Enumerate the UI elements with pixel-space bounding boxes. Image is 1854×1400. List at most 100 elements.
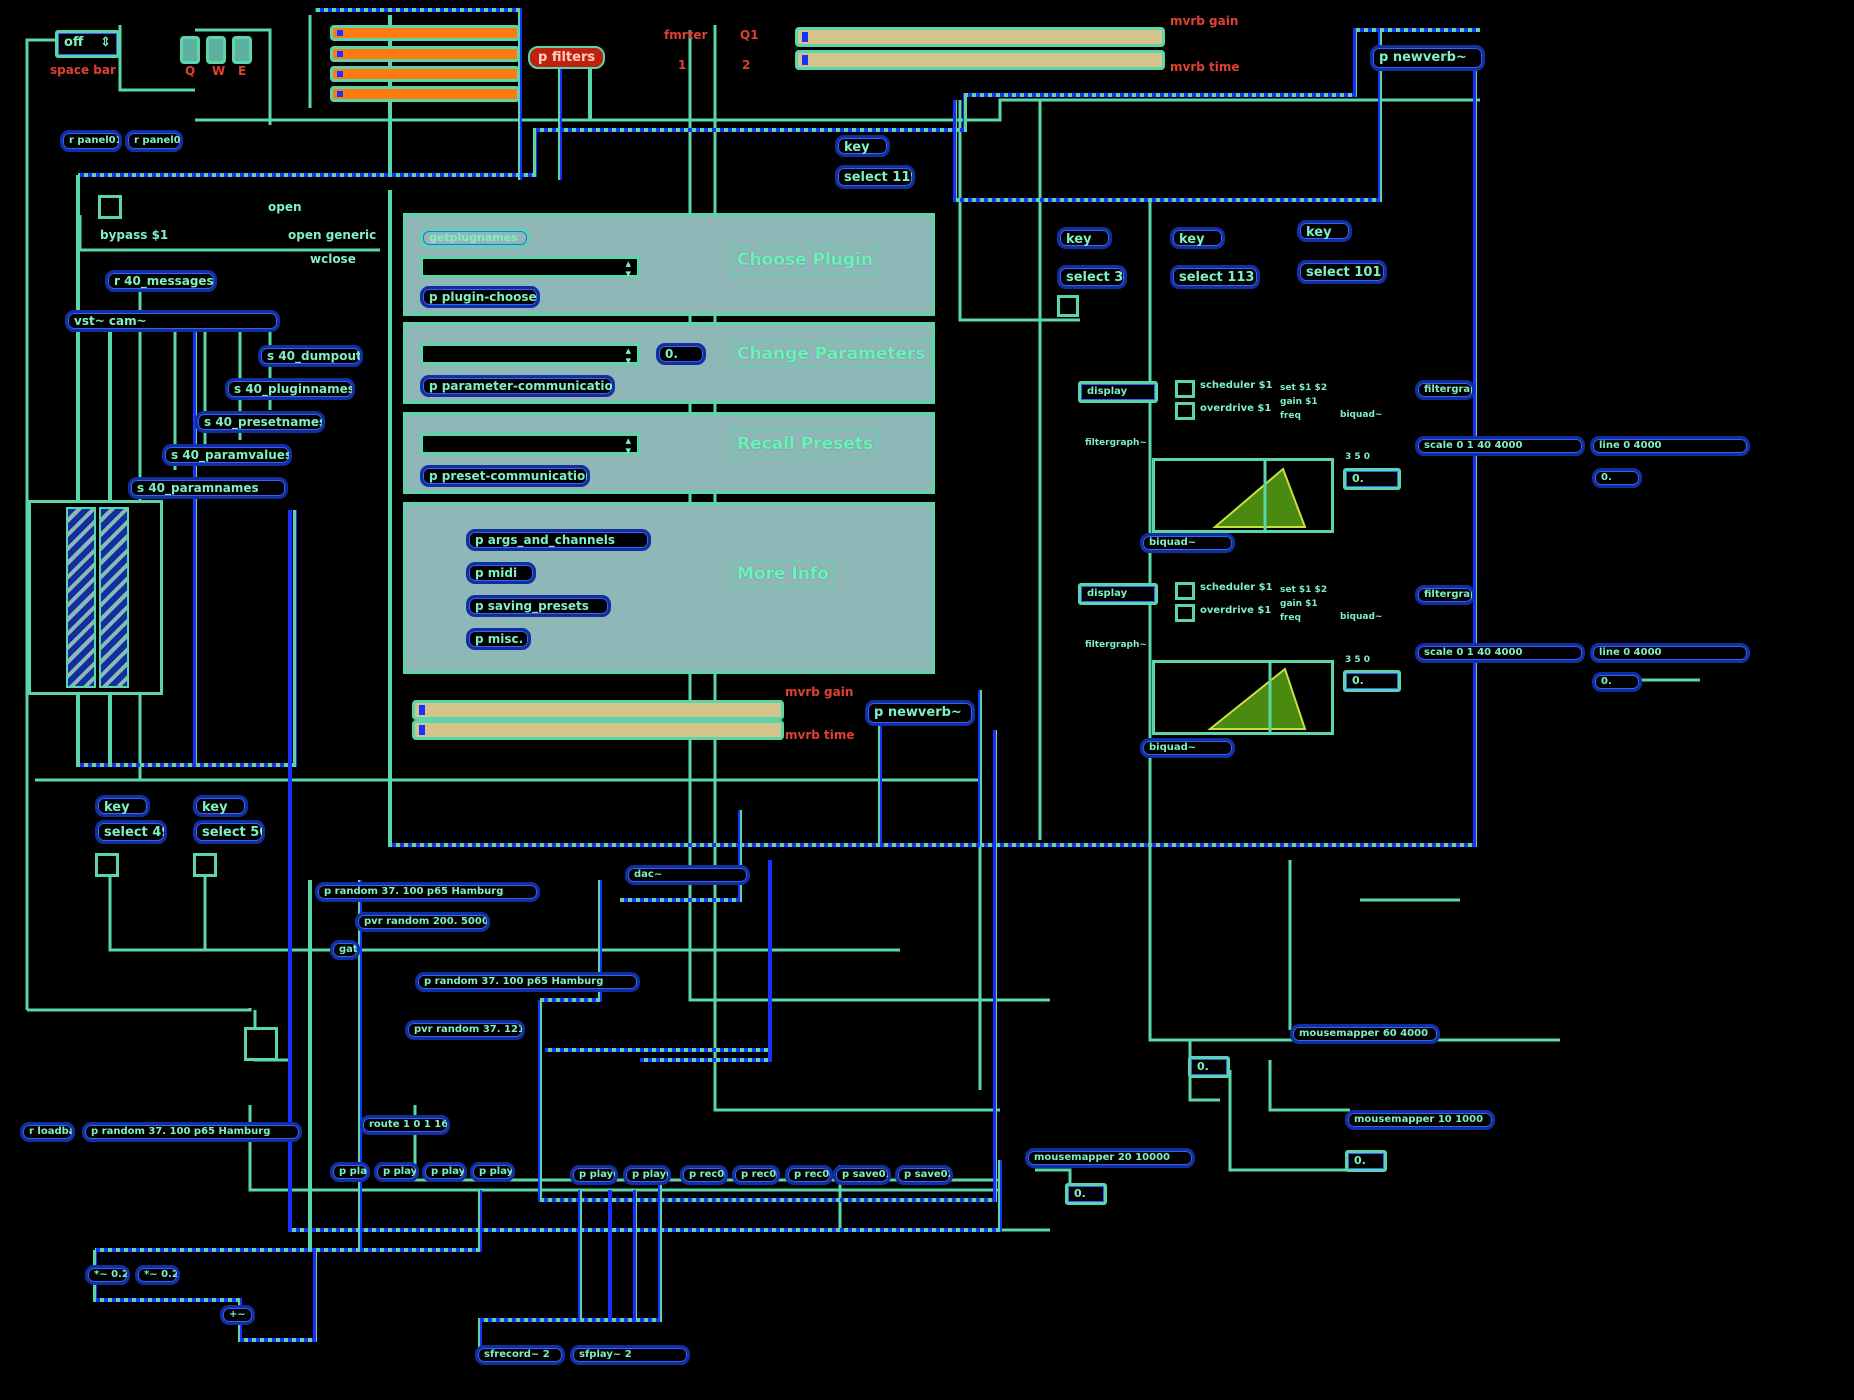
sum-object[interactable]: +~ (220, 1305, 255, 1325)
wclose-message[interactable]: wclose (310, 252, 356, 266)
open-generic-message[interactable]: open generic (288, 228, 377, 242)
float-box-a[interactable]: 0. (1188, 1056, 1230, 1078)
preset-menu[interactable]: ▴▾ (420, 433, 640, 456)
led-q[interactable] (180, 36, 200, 64)
key-object-1[interactable]: key (835, 135, 890, 157)
gain-object-1[interactable]: *~ 0.25 (85, 1265, 130, 1285)
freq-msg-1[interactable]: freq (1280, 411, 1301, 421)
set-msg-2[interactable]: set $1 $2 (1280, 585, 1328, 595)
signal-out-1[interactable]: biquad~ (1140, 533, 1235, 553)
filtergraph-display-1[interactable] (1152, 458, 1334, 533)
preset-panel01[interactable]: r panel01 (60, 130, 122, 152)
send-paramvalues[interactable]: s 40_paramvalues (162, 444, 292, 466)
select-50[interactable]: select 50 (193, 820, 265, 844)
freq-msg-2[interactable]: freq (1280, 613, 1301, 623)
dac-object[interactable]: dac~ (625, 865, 750, 885)
open-message[interactable]: open (268, 200, 302, 214)
player-right-3[interactable]: p rec01 (680, 1165, 728, 1185)
set-msg-1[interactable]: set $1 $2 (1280, 383, 1328, 393)
random-object-c[interactable]: p random 37. 100 p65 Hamburg (415, 972, 640, 992)
player-left-4[interactable]: p play02 (470, 1162, 515, 1182)
vst-object[interactable]: vst~ cam~ (65, 310, 280, 332)
filter-slider-1[interactable] (330, 25, 520, 41)
float-box-b[interactable]: 0. (1345, 1150, 1387, 1172)
sfplay-object[interactable]: sfplay~ 2 (570, 1345, 690, 1365)
bang-50[interactable] (193, 853, 217, 877)
mousemapper-10-1000[interactable]: mousemapper 10 1000 (1345, 1110, 1495, 1130)
float-box-2[interactable]: 0. (1343, 670, 1401, 692)
parameter-number-box[interactable]: 0. (656, 343, 706, 365)
display-menu-1[interactable]: display (1078, 381, 1158, 403)
float-box-1[interactable]: 0. (1343, 468, 1401, 490)
receive-messages[interactable]: r 40_messages (105, 270, 217, 292)
player-left-3[interactable]: p play02 (422, 1162, 467, 1182)
send-paramnames[interactable]: s 40_paramnames (128, 477, 288, 499)
display-menu-2[interactable]: display (1078, 583, 1158, 605)
player-right-2[interactable]: p play02 (623, 1165, 671, 1185)
plugin-chooser-subpatch[interactable]: p plugin-chooser (420, 286, 540, 308)
select-32[interactable]: select 32 (1057, 265, 1127, 289)
player-left-2[interactable]: p play01 (374, 1162, 419, 1182)
send-pluginnames[interactable]: s 40_pluginnames (225, 378, 355, 400)
scale-object-1b[interactable]: line 0 4000 (1590, 436, 1750, 456)
filter-slider-4[interactable] (330, 86, 520, 102)
gain-msg-2[interactable]: gain $1 (1280, 599, 1318, 609)
select-101[interactable]: select 101 (1297, 260, 1387, 284)
loadbang-receiver[interactable]: r loadbang (20, 1122, 75, 1142)
onoff-menu[interactable]: off ⇕ (55, 30, 120, 58)
filter-slider-3[interactable] (330, 66, 520, 82)
led-e[interactable] (232, 36, 252, 64)
send-dumpout[interactable]: s 40_dumpout (258, 345, 363, 367)
parameter-communication-subpatch[interactable]: p parameter-communication (420, 375, 615, 397)
player-right-7[interactable]: p save02 (895, 1165, 953, 1185)
number-value-1[interactable]: 1 (678, 58, 687, 72)
signal-out-2[interactable]: biquad~ (1140, 738, 1235, 758)
key-object-6[interactable]: key (193, 795, 248, 817)
player-right-6[interactable]: p save01 (833, 1165, 891, 1185)
led-w[interactable] (206, 36, 226, 64)
scheduler-toggle-2[interactable] (1175, 582, 1195, 600)
float-box-2b[interactable]: 0. (1592, 672, 1642, 692)
select-49[interactable]: select 49 (95, 820, 167, 844)
route-object[interactable]: route 1 0 1 16 (360, 1115, 450, 1135)
getplugnames-message[interactable]: getplugnames (420, 228, 530, 248)
mid-newverb-subpatch[interactable]: p newverb~ (865, 700, 975, 726)
filters-subpatch[interactable]: p filters (528, 46, 606, 69)
bang-32[interactable] (1057, 295, 1079, 317)
float-box-1b[interactable]: 0. (1592, 468, 1642, 488)
select-113[interactable]: select 113 (1170, 265, 1260, 289)
random-object-d[interactable]: pvr random 37. 1212 (405, 1020, 525, 1040)
bypass-message[interactable]: bypass $1 (100, 228, 169, 242)
bang-hint-1[interactable]: filtergraph (1415, 380, 1475, 400)
gain-object-2[interactable]: *~ 0.22 (135, 1265, 180, 1285)
player-right-1[interactable]: p play01 (570, 1165, 618, 1185)
gain-msg-1[interactable]: gain $1 (1280, 397, 1318, 407)
scale-object-2a[interactable]: scale 0 1 40 4000 (1415, 643, 1585, 663)
preset-communication-subpatch[interactable]: p preset-communication (420, 465, 590, 487)
newverb-subpatch[interactable]: p newverb~ (1370, 45, 1485, 71)
gate-object[interactable]: gate (330, 940, 360, 960)
mid-reverb-gain-slider[interactable] (412, 700, 784, 720)
select-119[interactable]: select 119 (835, 165, 915, 189)
key-object-2[interactable]: key (1057, 227, 1112, 249)
player-right-5[interactable]: p rec01 (785, 1165, 833, 1185)
float-box-c[interactable]: 0. (1065, 1183, 1107, 1205)
scale-object-2b[interactable]: line 0 4000 (1590, 643, 1750, 663)
number-value-2[interactable]: 2 (742, 58, 751, 72)
mid-reverb-time-slider[interactable] (412, 720, 784, 740)
bypass-toggle[interactable] (98, 195, 122, 219)
bang-hint-2[interactable]: filtergraph (1415, 585, 1475, 605)
mousemapper-20-10000[interactable]: mousemapper 20 10000 (1025, 1148, 1195, 1168)
random-object-b[interactable]: pvr random 200. 5000. (355, 912, 490, 932)
send-presetnames[interactable]: s 40_presetnames (195, 411, 325, 433)
key-object-5[interactable]: key (95, 795, 150, 817)
overdrive-toggle-1[interactable] (1175, 402, 1195, 420)
scheduler-toggle-1[interactable] (1175, 380, 1195, 398)
filter-slider-2[interactable] (330, 46, 520, 62)
midi-subpatch[interactable]: p midi (466, 562, 536, 584)
key-object-3[interactable]: key (1170, 227, 1225, 249)
saving-presets-subpatch[interactable]: p saving_presets (466, 595, 611, 617)
misc-subpatch[interactable]: p misc. (466, 628, 531, 650)
args-and-channels-subpatch[interactable]: p args_and_channels (466, 529, 651, 551)
